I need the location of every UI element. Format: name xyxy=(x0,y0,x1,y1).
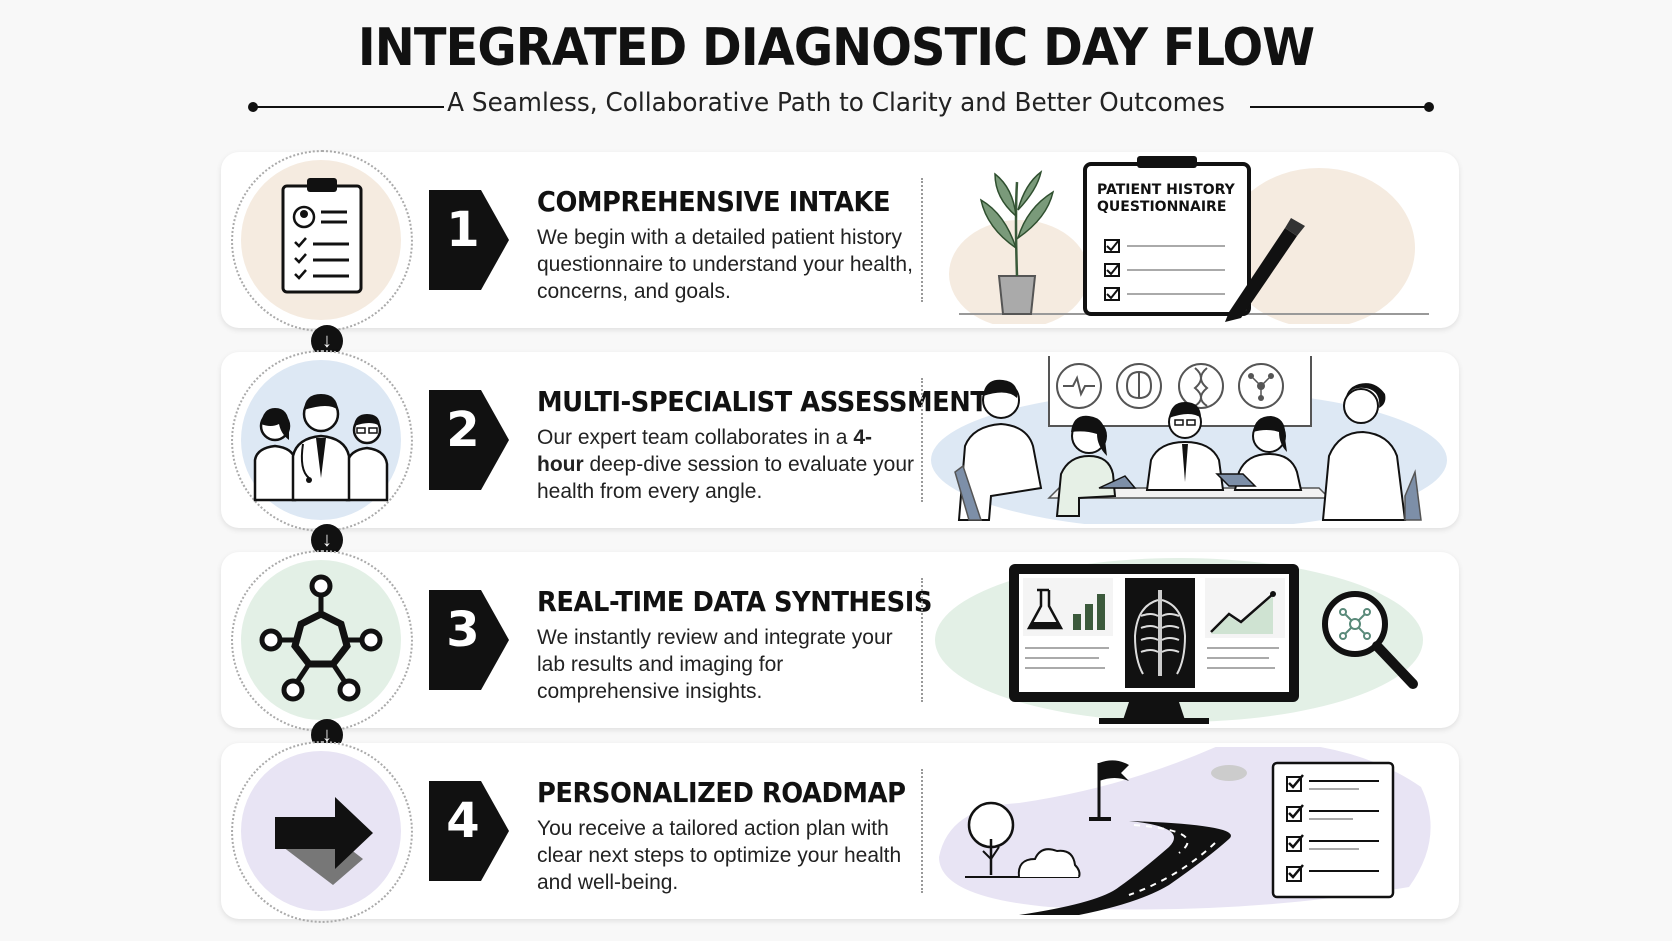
step-2-description-bold: 4-hour xyxy=(537,426,873,476)
step-card-1: 1 COMPREHENSIVE INTAKE We begin with a d… xyxy=(221,150,1459,332)
page-title: INTEGRATED DIAGNOSTIC DAY FLOW xyxy=(357,18,1315,78)
illustration-label-2: QUESTIONNAIRE xyxy=(1097,199,1226,215)
step-4-number: 4 xyxy=(446,793,480,849)
step-2-description-post: deep-dive session to evaluate your healt… xyxy=(537,453,915,503)
network-icon xyxy=(259,574,383,702)
step-card-4: 4 PERSONALIZED ROADMAP You receive a tai… xyxy=(221,741,1459,923)
step-1-chevron xyxy=(429,190,509,290)
step-2-icon-circle xyxy=(241,360,401,520)
step-4-icon-ring xyxy=(231,741,413,923)
step-3-title: REAL-TIME DATA SYNTHESIS xyxy=(537,585,932,618)
step-3-chevron xyxy=(429,590,509,690)
step-3-divider xyxy=(921,578,923,702)
step-2-description: Our expert team collaborates in a 4-hour… xyxy=(537,424,917,505)
step-1-illustration: PATIENT HISTORY QUESTIONNAIRE xyxy=(949,156,1429,324)
medical-team-icon xyxy=(253,394,389,502)
step-3-icon-circle xyxy=(241,560,401,720)
step-1-divider xyxy=(921,178,923,302)
step-3-description: We instantly review and integrate your l… xyxy=(537,626,893,703)
step-1-description: We begin with a detailed patient history… xyxy=(537,226,913,303)
step-1-number: 1 xyxy=(446,202,480,258)
step-4-chevron xyxy=(429,781,509,881)
step-4-divider xyxy=(921,769,923,893)
roadmap-checklist xyxy=(1286,774,1379,882)
step-2-illustration xyxy=(931,356,1447,524)
page-subtitle: A Seamless, Collaborative Path to Clarit… xyxy=(447,88,1225,118)
subtitle-row: A Seamless, Collaborative Path to Clarit… xyxy=(0,86,1672,126)
clipboard-icon xyxy=(281,178,363,294)
arrow-right-icon xyxy=(275,797,373,885)
step-1-icon-circle xyxy=(241,160,401,320)
step-1-title: COMPREHENSIVE INTAKE xyxy=(537,185,891,218)
subtitle-rule-right xyxy=(1250,102,1434,112)
step-card-2: 2 MULTI-SPECIALIST ASSESSMENT Our expert… xyxy=(221,350,1459,532)
step-4-illustration xyxy=(939,747,1431,915)
step-2-title: MULTI-SPECIALIST ASSESSMENT xyxy=(537,385,988,418)
step-2-description-pre: Our expert team collaborates in a xyxy=(537,426,854,449)
step-card-3: 3 REAL-TIME DATA SYNTHESIS We instantly … xyxy=(221,550,1459,732)
step-2-number: 2 xyxy=(446,402,480,458)
subtitle-rule-left xyxy=(248,102,444,112)
step-2-chevron xyxy=(429,390,509,490)
step-4-description: You receive a tailored action plan with … xyxy=(537,817,902,894)
step-3-illustration xyxy=(935,558,1423,724)
illustration-label-1: PATIENT HISTORY xyxy=(1097,182,1236,198)
step-2-divider xyxy=(921,378,923,502)
step-4-title: PERSONALIZED ROADMAP xyxy=(537,776,906,809)
step-3-number: 3 xyxy=(446,602,480,658)
step-4-icon-circle xyxy=(241,751,401,911)
